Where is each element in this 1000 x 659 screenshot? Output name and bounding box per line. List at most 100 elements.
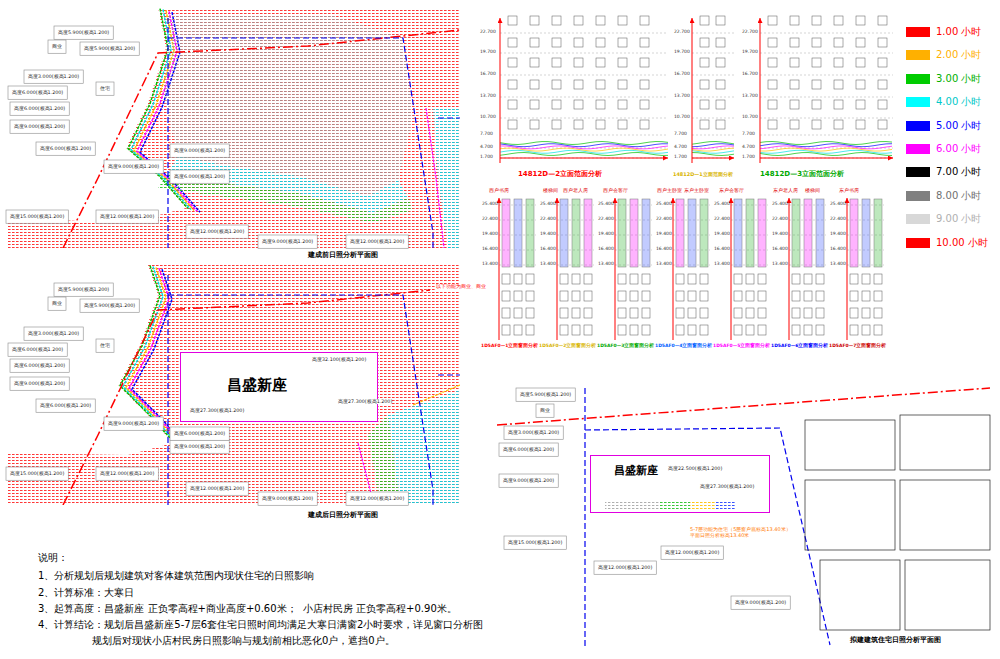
window	[816, 291, 824, 301]
site-boundary	[438, 374, 460, 375]
building-height: 高度15.000(板高1.200)	[508, 540, 562, 545]
window	[552, 38, 561, 47]
level-line	[692, 75, 734, 76]
room-name: 东户会客厅	[719, 188, 744, 194]
sunlight-contour	[426, 108, 444, 248]
chart-axis	[499, 198, 500, 340]
existing-building	[54, 26, 113, 39]
existing-building	[96, 467, 158, 480]
window	[700, 274, 708, 284]
building-outline: 昌盛新座	[180, 352, 378, 422]
window	[642, 325, 650, 335]
existing-building	[661, 546, 723, 559]
building-height: 高度6.000(板高1.200)	[14, 106, 65, 111]
window-analysis	[792, 199, 800, 267]
chart-axis	[557, 198, 558, 340]
existing-building	[6, 467, 68, 480]
plan-panel: 建成前日照分析平面图	[8, 8, 460, 264]
sunlit-zone	[8, 8, 186, 223]
existing-building	[900, 480, 990, 550]
note-text: 1、分析规划后规划建筑对客体建筑范围内现状住宅的日照影响	[38, 570, 314, 581]
elevation-value: 16.700	[480, 72, 496, 77]
window	[862, 274, 870, 284]
sunlight-contour	[500, 142, 668, 145]
window	[642, 308, 650, 318]
room-name: 东户老人房	[773, 188, 798, 194]
window	[552, 58, 561, 67]
window	[618, 325, 626, 335]
window	[574, 38, 583, 47]
window	[514, 325, 522, 335]
window	[688, 291, 696, 301]
window	[676, 291, 684, 301]
building-height: 高度12.000(板高1.200)	[190, 229, 244, 234]
existing-building	[516, 388, 575, 401]
window	[640, 58, 649, 67]
window	[816, 274, 824, 284]
elevation-value: 16.400	[656, 247, 672, 252]
elevation-value: 22.700	[480, 30, 496, 35]
building-height: 高度12.000(板高1.200)	[350, 239, 404, 244]
window-analysis	[630, 199, 638, 267]
window	[878, 16, 887, 25]
building-height: 高度15.000(板高1.200)	[10, 471, 64, 476]
elevation-value: 22.400	[656, 217, 672, 222]
window	[834, 58, 843, 67]
window	[618, 16, 627, 25]
level-line	[760, 75, 893, 76]
legend-swatch	[906, 121, 930, 131]
level-line	[760, 33, 893, 34]
elevation-value: 16.400	[598, 247, 614, 252]
window	[700, 58, 709, 67]
elevation-value: 25.400	[540, 202, 556, 207]
window-analysis	[804, 199, 812, 267]
building-height: 高度3.000(板高1.200)	[28, 331, 79, 336]
existing-building	[10, 102, 69, 115]
window	[688, 325, 696, 335]
chart-axis	[760, 18, 761, 163]
existing-building	[170, 427, 229, 440]
window	[596, 58, 605, 67]
elevation-value: 19.400	[772, 232, 788, 237]
elevation-value: 25.400	[772, 202, 788, 207]
legend-swatch	[906, 144, 930, 154]
window	[596, 16, 605, 25]
site-plan	[497, 388, 990, 648]
window	[530, 80, 539, 89]
plan-panel: 拟建建筑住宅日照分析平面图昌盛新座	[495, 385, 995, 650]
window	[834, 16, 843, 25]
sunlight-contour	[500, 153, 668, 156]
sunlight-contour	[760, 142, 892, 145]
existing-building	[170, 440, 229, 453]
elevation-value: 16.700	[674, 72, 690, 77]
window	[676, 325, 684, 335]
window	[878, 120, 887, 129]
building-height: 高度9.000(板高1.200)	[735, 600, 786, 605]
building-height: 高度5.900(板高1.200)	[84, 303, 135, 308]
window	[812, 16, 821, 25]
elevation-value: 25.400	[656, 202, 672, 207]
sunlight-band	[605, 500, 660, 511]
existing-building	[504, 536, 566, 549]
window	[574, 16, 583, 25]
window	[640, 38, 649, 47]
sunlight-contour	[760, 146, 892, 149]
window	[758, 308, 766, 318]
elevation-value: 25.400	[482, 202, 498, 207]
window	[584, 308, 592, 318]
existing-building	[10, 120, 69, 133]
window	[508, 120, 517, 129]
building-height: 高度9.000(板高1.200)	[14, 381, 65, 386]
legend-text: 3.00 小时	[936, 73, 981, 84]
window	[640, 16, 649, 25]
elevation-value: 25.400	[830, 202, 846, 207]
window	[812, 58, 821, 67]
window-analysis	[758, 199, 766, 267]
note-text: 2、计算标准：大寒日	[38, 587, 134, 598]
sunlight-contour	[692, 144, 734, 147]
window	[856, 80, 865, 89]
window	[618, 58, 627, 67]
window-chart: 1D5AF0—4立面窗面分析	[655, 186, 712, 354]
